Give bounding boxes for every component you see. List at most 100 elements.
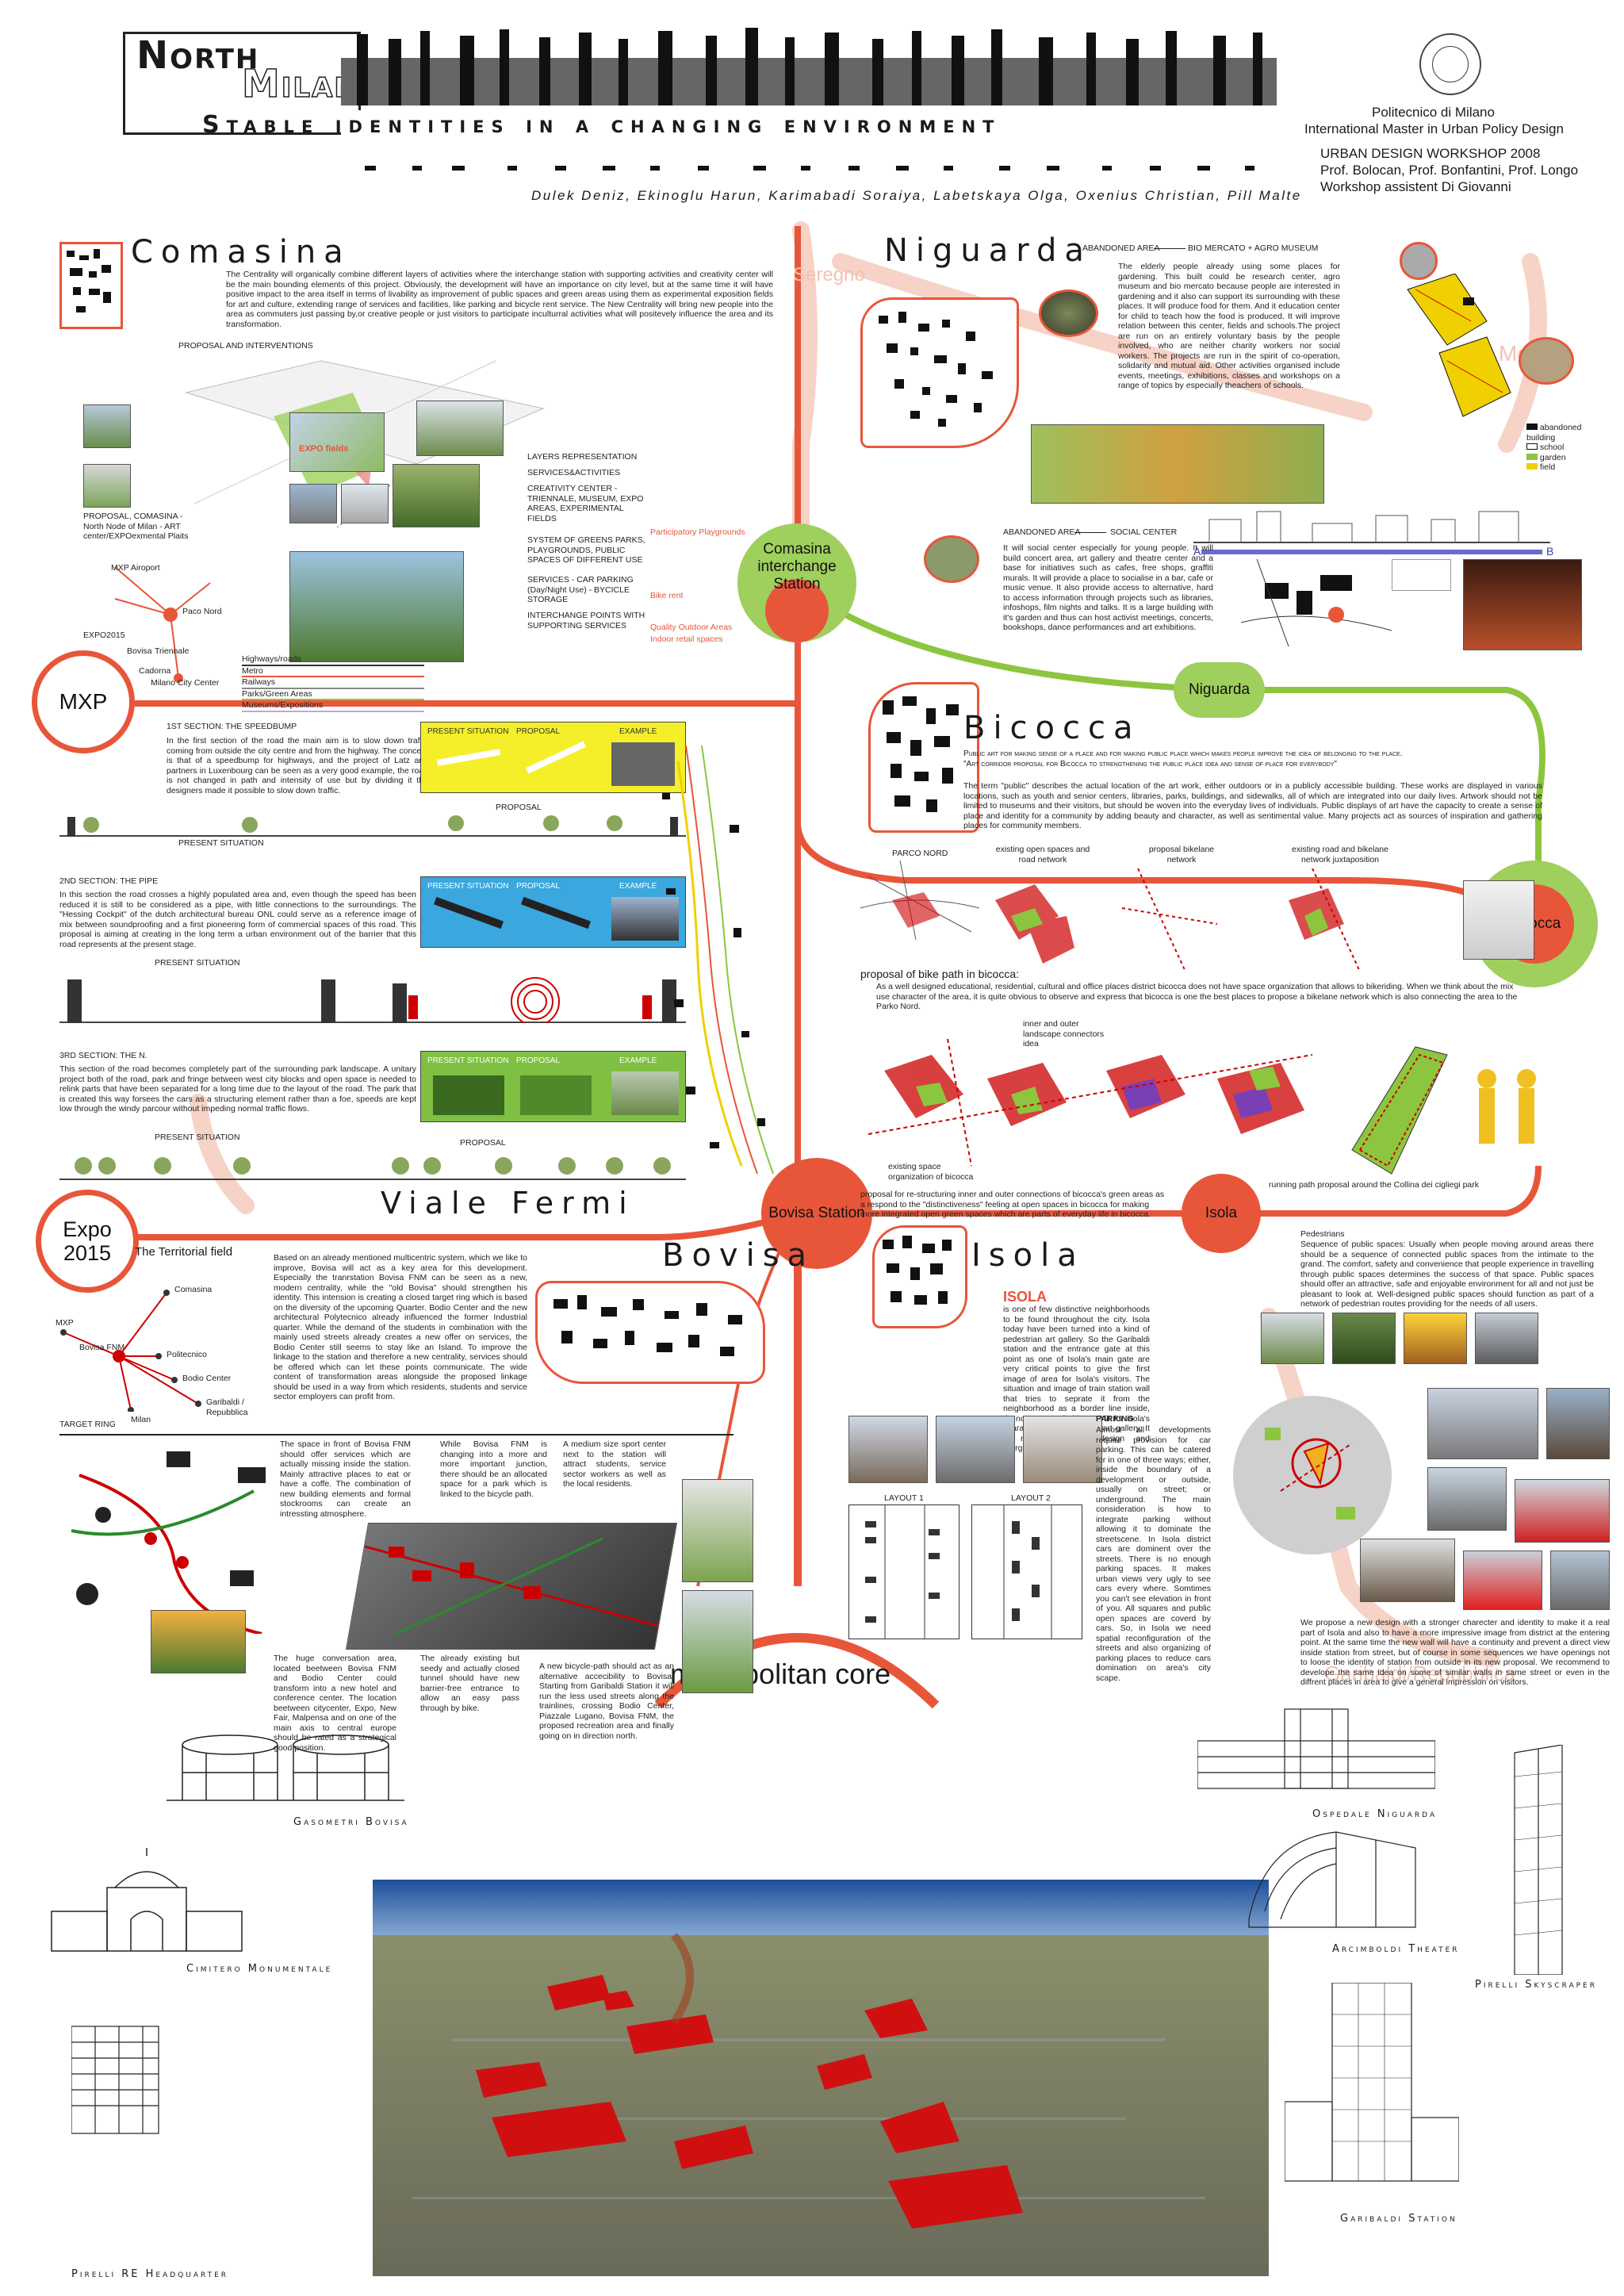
bicocca-existing-org: existing space organization of bicocca <box>888 1162 974 1182</box>
comasina-mini-7: Milano City Center <box>151 678 220 688</box>
comasina-legend-3: Quality Outdoor Areas <box>650 623 733 632</box>
bicocca-text: The term "public" describes the actual l… <box>963 781 1542 830</box>
expo-node-1: Comasina <box>174 1285 213 1294</box>
isola-photo-13 <box>1463 1550 1542 1610</box>
niguarda-title: Niguarda <box>884 232 1092 269</box>
comasina-mini-6: Cadorna <box>139 666 171 676</box>
title-milan: Milan <box>241 61 358 107</box>
politecnico-seal <box>1419 33 1481 95</box>
niguarda-abandoned-2: ABANDONED AREA <box>1003 527 1081 537</box>
isola-photo-12 <box>1360 1539 1455 1602</box>
bicocca-inner: inner and outer landscape connectors ide… <box>1023 1019 1105 1048</box>
mxp-s1-present: PRESENT SITUATION <box>178 838 264 848</box>
garibaldi-drawing <box>1285 1983 1459 2182</box>
niguarda-arrow-2-text: SOCIAL CENTER <box>1110 527 1178 537</box>
mxp-s3-section <box>59 1148 686 1180</box>
expo-section: The Territorial field Comasina MXP Bovis… <box>56 1245 262 1435</box>
station-isola: Isola <box>1182 1174 1261 1253</box>
niguarda-section-bar <box>1201 550 1542 554</box>
expo-territorial-diagram <box>60 1290 201 1412</box>
expo-node-5: Bodio Center <box>182 1374 232 1383</box>
expo-node-3: Bovisa FNM <box>79 1343 125 1352</box>
niguarda-photo-6 <box>1463 559 1582 650</box>
bovisa-photo-cafe <box>151 1610 246 1673</box>
station-mxp: MXP <box>32 650 135 753</box>
bovisa-t4: The huge conversation area, located beet… <box>274 1654 396 1753</box>
comasina-mini-5: Triennale <box>155 646 190 656</box>
isola-wall: We propose a new design with a stronger … <box>1300 1618 1610 1687</box>
niguarda-arrow-1-text: BIO MERCATO + AGRO MUSEUM <box>1188 243 1319 253</box>
bovisa-text: Based on an already mentioned multicentr… <box>274 1253 527 1401</box>
mxp-s2-title: 2ND SECTION: THE PIPE <box>59 876 159 886</box>
isola-layout-2-plan <box>971 1504 1082 1639</box>
niguarda-section-b: B <box>1546 545 1554 558</box>
comasina-photo-expo <box>289 412 385 472</box>
niguarda-legend: abandoned building school garden field <box>1526 423 1582 472</box>
comasina-map <box>59 242 123 329</box>
niguarda-text-2: It will social center especially for you… <box>1003 543 1213 632</box>
niguarda-field-map <box>1407 274 1511 417</box>
comasina-photo-2 <box>83 464 131 508</box>
bovisa-t2: While Bovisa FNM is changing into a more… <box>440 1439 547 1499</box>
station-bovisa: Bovisa Station <box>761 1158 872 1269</box>
mxp-s3-proposal: PROPOSAL <box>460 1138 506 1148</box>
mxp-s1-band: PRESENT SITUATION PROPOSAL EXAMPLE <box>420 722 686 793</box>
bovisa-map <box>535 1281 765 1384</box>
pirelli-re-drawing <box>71 2026 159 2134</box>
cimitero-drawing <box>51 1848 243 1952</box>
niguarda-map <box>860 297 1019 448</box>
isola-circle-plan <box>1233 1396 1392 1554</box>
niguarda-section: Niguarda ABANDONED AREA BIO MERCATO + AG… <box>845 226 1606 670</box>
bicocca-parco-map <box>860 861 979 940</box>
mxp-s3-text: This section of the road becomes complet… <box>59 1064 416 1114</box>
comasina-mini-1: MXP Airoport <box>111 563 160 573</box>
comasina-title: Comasina <box>131 234 351 270</box>
subtitle: Stable identities in a changing environm… <box>202 111 1002 139</box>
ospedale-drawing <box>1197 1708 1435 1789</box>
mxp-s1-proposal: PROPOSAL <box>496 803 542 812</box>
label-garibaldi: Garibaldi/Repubblica <box>1324 1662 1516 1685</box>
comasina-interchange: INTERCHANGE POINTS WITH SUPPORTING SERVI… <box>527 611 645 631</box>
niguarda-photo-2 <box>1031 424 1324 504</box>
niguarda-photo-4 <box>1519 337 1574 385</box>
comasina-layers-title: LAYERS REPRESENTATION <box>527 452 638 462</box>
bicocca-running-path <box>1351 1046 1536 1175</box>
bicocca-bike-text: As a well designed educational, resident… <box>876 982 1518 1011</box>
label-seregno: Seregno <box>793 264 865 286</box>
bicocca-d2: proposal bikelane network <box>1148 845 1215 864</box>
isola-photo-1 <box>848 1416 928 1483</box>
professors: Prof. Bolocan, Prof. Bonfantini, Prof. L… <box>1320 163 1579 178</box>
bovisa-photo-3 <box>682 1590 753 1693</box>
bicocca-parco: PARCO NORD <box>892 849 948 858</box>
isola-ped: Sequence of public spaces: Usually when … <box>1300 1240 1594 1309</box>
isola-photo-11 <box>1515 1479 1610 1543</box>
bovisa-t6: A new bicycle-path should act as an alte… <box>539 1662 674 1741</box>
expo-node-7: Milan <box>131 1415 151 1424</box>
mxp-section: 1ST SECTION: THE SPEEDBUMP In the first … <box>59 714 789 1237</box>
comasina-mini-4: Bovisa <box>127 646 152 656</box>
bovisa-target: TARGET RING <box>59 1420 116 1429</box>
mxp-s3-title: 3RD SECTION: THE N. <box>59 1051 147 1060</box>
comasina-photo-5 <box>416 401 504 456</box>
mxp-s3-present: PRESENT SITUATION <box>155 1133 240 1142</box>
comasina-text: The Centrality will organically combine … <box>226 270 773 329</box>
bovisa-aerial-overlay <box>365 1537 658 1635</box>
comasina-proposal-label: PROPOSAL AND INTERVENTIONS <box>178 341 313 351</box>
niguarda-photo-1 <box>1039 289 1098 337</box>
landmark-cimitero: Cimitero Monumentale <box>186 1963 333 1975</box>
comasina-photo-6 <box>393 464 480 527</box>
program: International Master in Urban Policy Des… <box>1304 121 1564 136</box>
isola-photo-8 <box>1427 1388 1538 1459</box>
isola-text-head: ISOLA <box>1003 1289 1048 1305</box>
isola-photo-3 <box>1023 1416 1102 1483</box>
niguarda-arrow-1 <box>1154 248 1185 249</box>
comasina-lines-legend: Highways/roads Metro Railways Parks/Gree… <box>242 654 424 712</box>
bovisa-title: Bovisa <box>662 1237 815 1274</box>
workshop: URBAN DESIGN WORKSHOP 2008 <box>1320 146 1541 161</box>
bicocca-bike-photo <box>1463 880 1534 960</box>
comasina-services-title: SERVICES&ACTIVITIES <box>527 468 621 477</box>
comasina-legend-4: Indoor retail spaces <box>650 634 723 644</box>
landmark-arcimboldi: Arcimboldi Theater <box>1332 1943 1460 1955</box>
landmark-gasometri: Gasometri Bovisa <box>293 1816 409 1828</box>
bovisa-t5: The already existing but seedy and actua… <box>420 1654 519 1713</box>
